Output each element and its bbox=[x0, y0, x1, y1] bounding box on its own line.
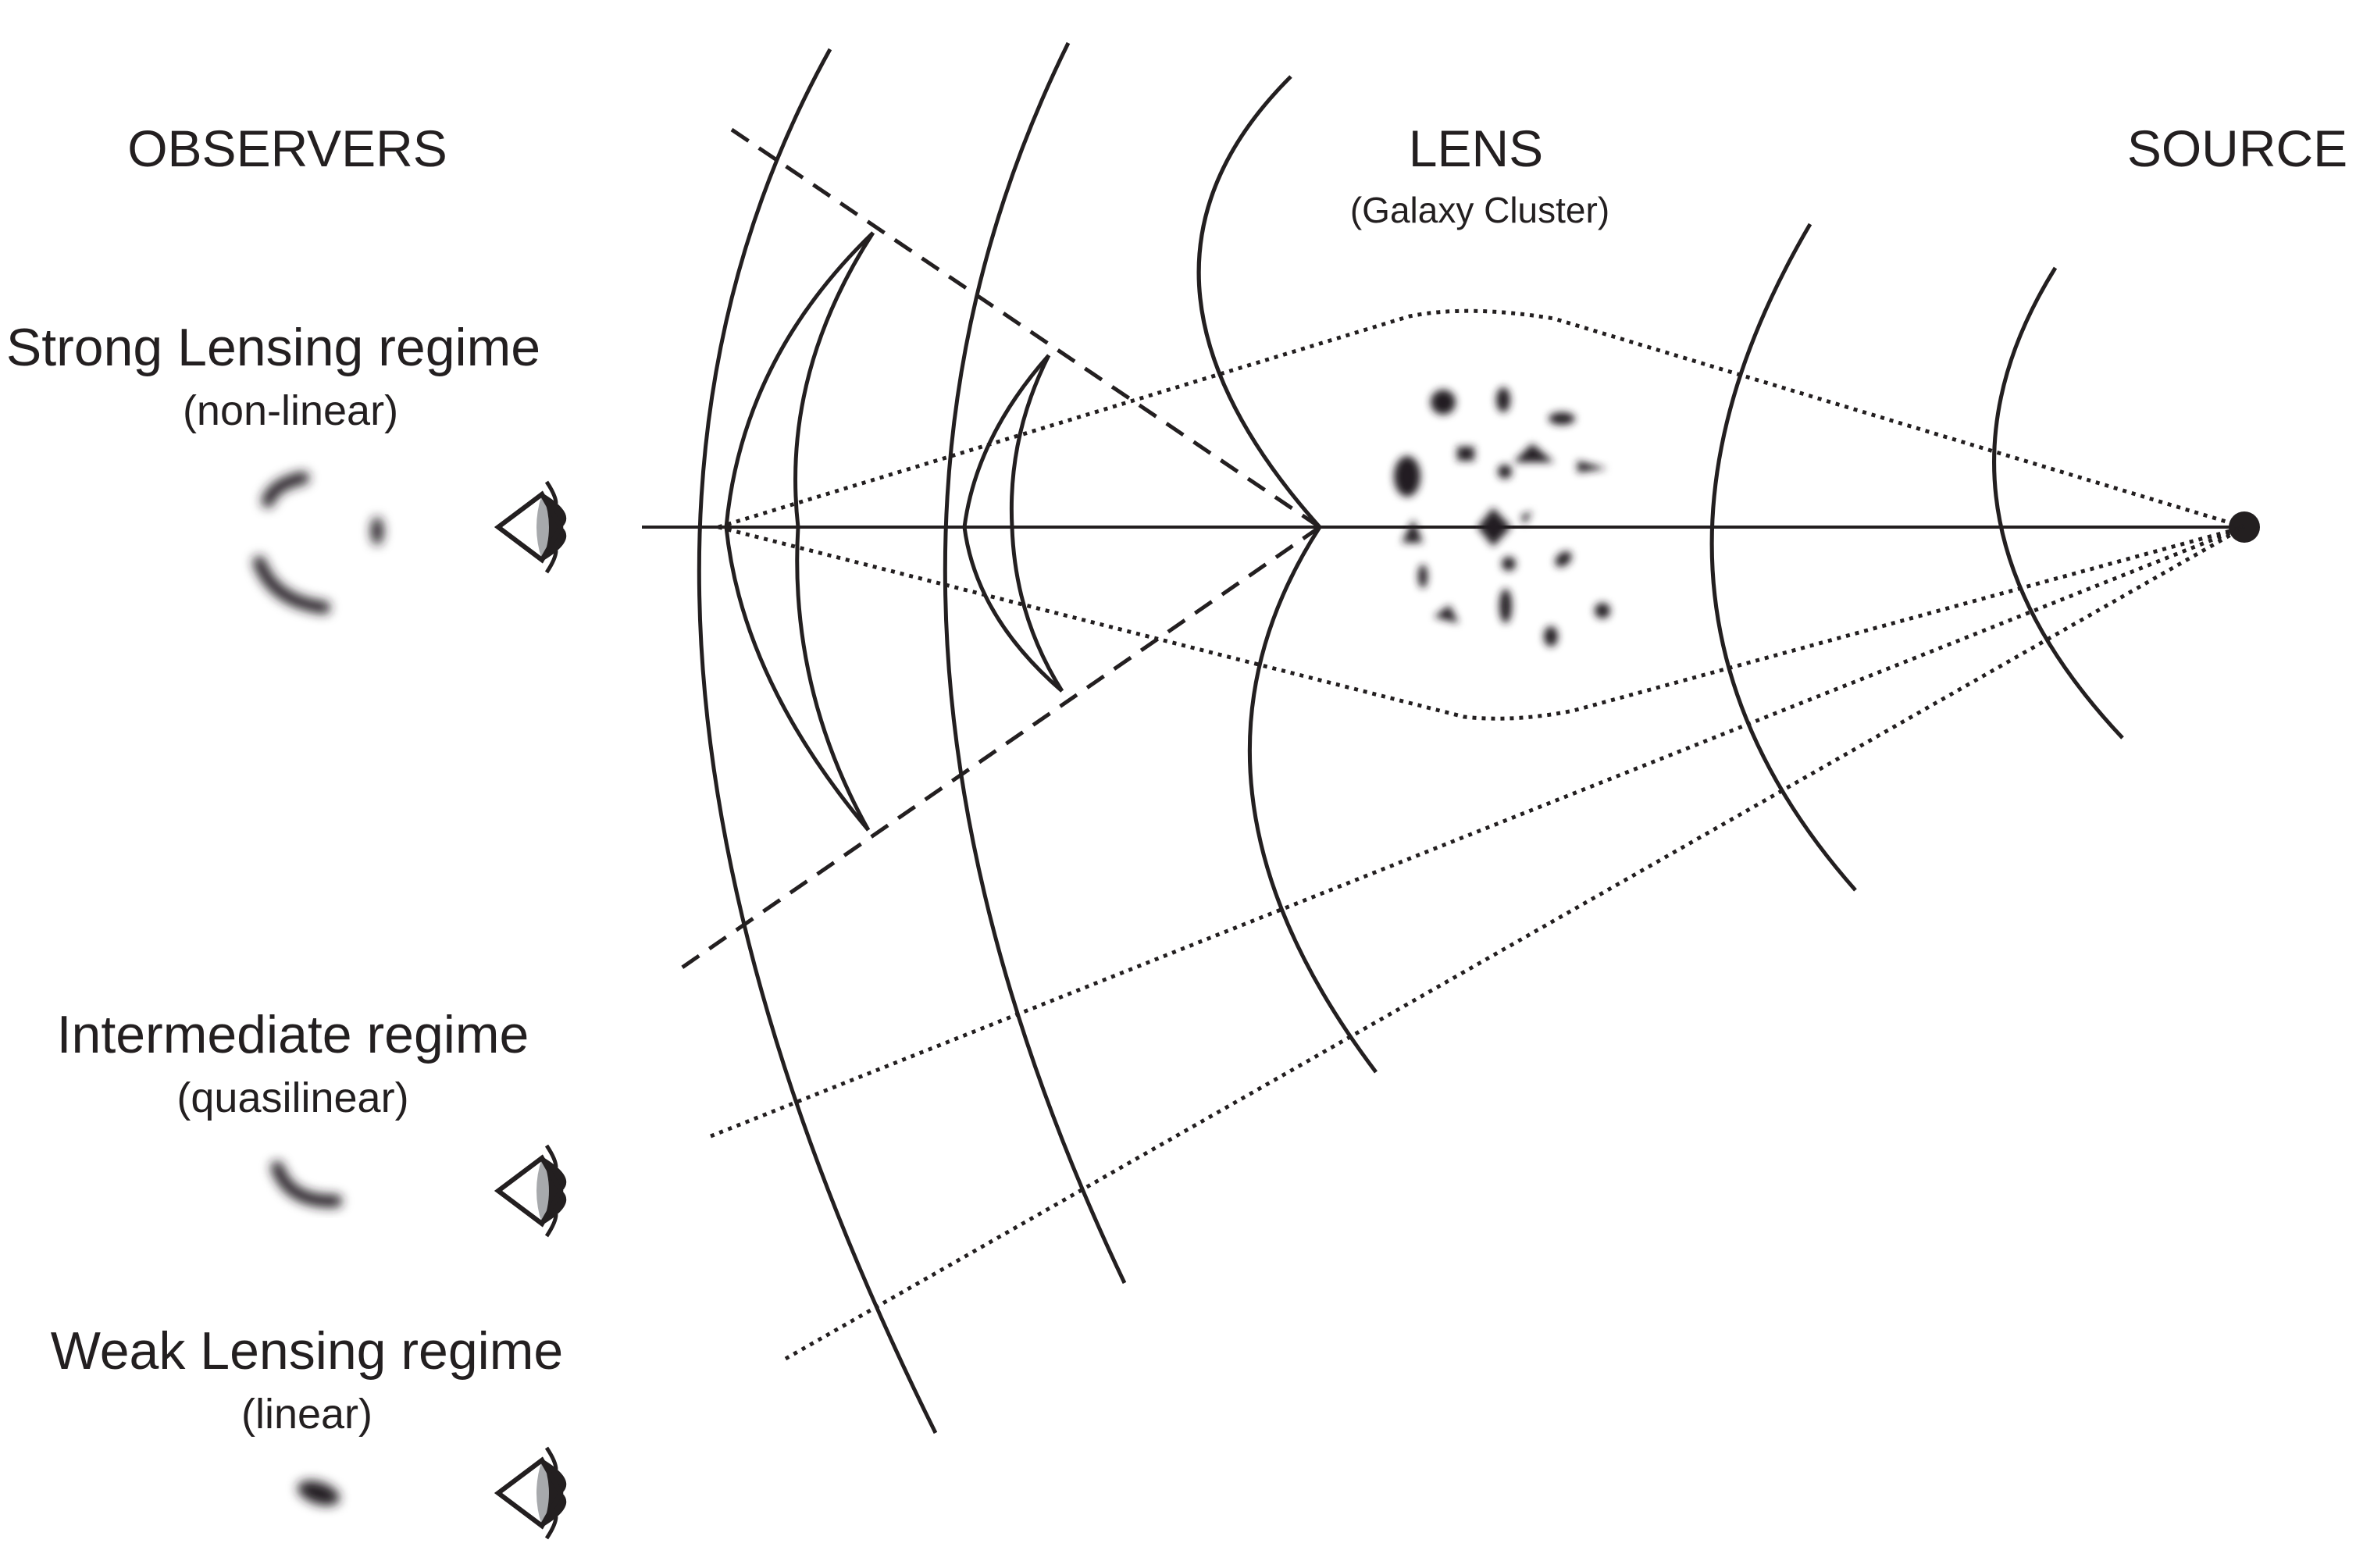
lens-heading: LENS bbox=[1409, 119, 1543, 177]
intermediate-regime-label: Intermediate regime bbox=[57, 1005, 529, 1064]
caustic-cusp-inner bbox=[962, 354, 1064, 693]
strong-regime-label: Strong Lensing regime bbox=[6, 318, 540, 377]
wavefront-3-lower bbox=[1247, 526, 1378, 1074]
wavefront-4 bbox=[1709, 223, 1857, 892]
caustic-cusp-outer-inner bbox=[793, 231, 875, 832]
source-heading: SOURCE bbox=[2127, 119, 2347, 177]
caustic-envelope-upper bbox=[730, 127, 1321, 529]
light-ray-intermediate bbox=[710, 525, 2245, 1139]
wavefront-3-upper bbox=[1196, 75, 1321, 529]
wavefront-1 bbox=[697, 48, 938, 1434]
intermediate-regime-sublabel: (quasilinear) bbox=[176, 1074, 408, 1121]
intermediate-lensing-image bbox=[271, 1161, 342, 1208]
weak-lensing-image bbox=[298, 1481, 340, 1506]
weak-regime-sublabel: (linear) bbox=[241, 1391, 372, 1438]
observers-heading: OBSERVERS bbox=[127, 119, 447, 177]
strong-regime-sublabel: (non-linear) bbox=[183, 387, 398, 434]
eye-icon-strong bbox=[494, 480, 567, 574]
caustic-cusp-outer bbox=[724, 231, 875, 832]
eye-icon-intermediate bbox=[494, 1144, 567, 1238]
strong-lensing-image bbox=[253, 472, 383, 614]
eye-icon-weak bbox=[494, 1446, 567, 1540]
light-ray-upper bbox=[718, 308, 2245, 529]
wavefront-2 bbox=[943, 41, 1127, 1285]
caustic-cusp-inner-inner bbox=[1009, 354, 1064, 693]
weak-regime-label: Weak Lensing regime bbox=[51, 1321, 563, 1381]
light-ray-lower bbox=[718, 525, 2245, 721]
galaxy-cluster-icon bbox=[1394, 387, 1610, 647]
wavefront-5 bbox=[1992, 266, 2124, 739]
lens-subheading: (Galaxy Cluster) bbox=[1350, 190, 1609, 230]
caustic-envelope-lower bbox=[679, 525, 1321, 971]
light-ray-weak bbox=[784, 525, 2246, 1361]
